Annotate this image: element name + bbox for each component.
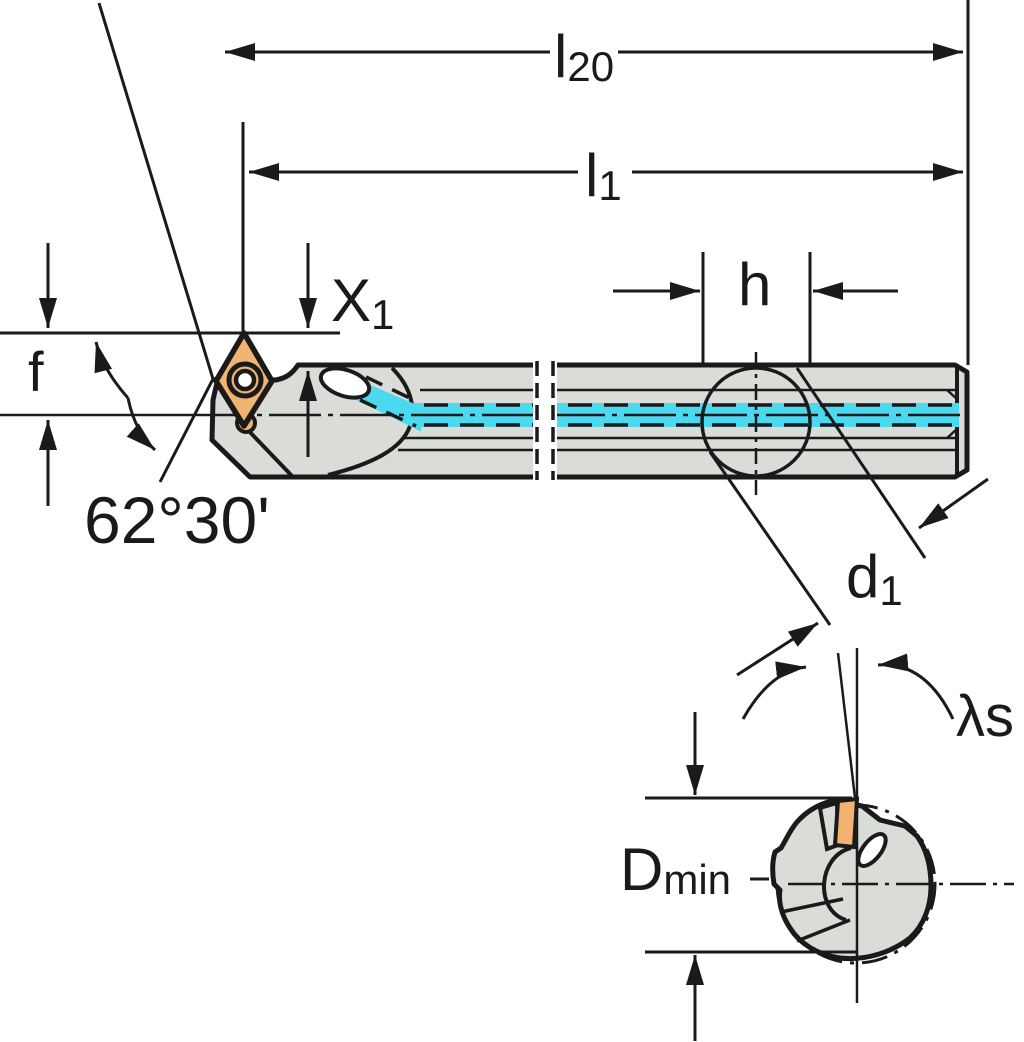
dim-f: f [28, 243, 57, 506]
label-h: h [738, 251, 771, 318]
label-lambda-s: λs [956, 684, 1014, 749]
dim-l20: l20 [225, 23, 963, 90]
d1-tangent-line-left [708, 451, 832, 626]
dim-l1: l1 [241, 0, 970, 365]
label-f: f [28, 340, 44, 403]
label-x1: X1 [331, 267, 394, 338]
edge-construction-line [97, 2, 215, 380]
label-dmin: Dmin [620, 836, 731, 903]
d1-tangent-line-right [795, 367, 927, 559]
label-d1: d1 [846, 543, 903, 614]
cross-section-view [770, 648, 1014, 1003]
dim-lambda-s: λs [741, 653, 1014, 749]
clamp-screw-icon [226, 361, 264, 399]
dim-h: h [613, 251, 898, 363]
flank-line-1 [780, 897, 844, 914]
dim-d1: d1 [708, 367, 989, 677]
lambda-tilt-line [836, 652, 857, 799]
bar-break [533, 360, 557, 481]
end-cap-chamfer-top [946, 389, 958, 400]
insert-pocket-line [243, 425, 295, 479]
side-view [0, 2, 970, 495]
dim-x1: X1 [299, 243, 394, 457]
dim-entering-angle: 62°30' [84, 341, 270, 557]
label-l1: l1 [585, 142, 622, 209]
label-l20: l20 [554, 23, 614, 90]
end-cap-chamfer-bottom [946, 428, 958, 439]
label-angle: 62°30' [84, 483, 270, 557]
head-cross-section [770, 798, 934, 962]
screw-hole-front [856, 832, 888, 868]
insert-front [832, 796, 860, 850]
angle-reference-line [158, 376, 216, 483]
bore-arc [822, 846, 852, 922]
dim-dmin: Dmin [620, 712, 856, 1041]
flank-line-2 [796, 918, 851, 943]
insert [213, 330, 275, 434]
coolant-exit-hole [318, 366, 372, 400]
